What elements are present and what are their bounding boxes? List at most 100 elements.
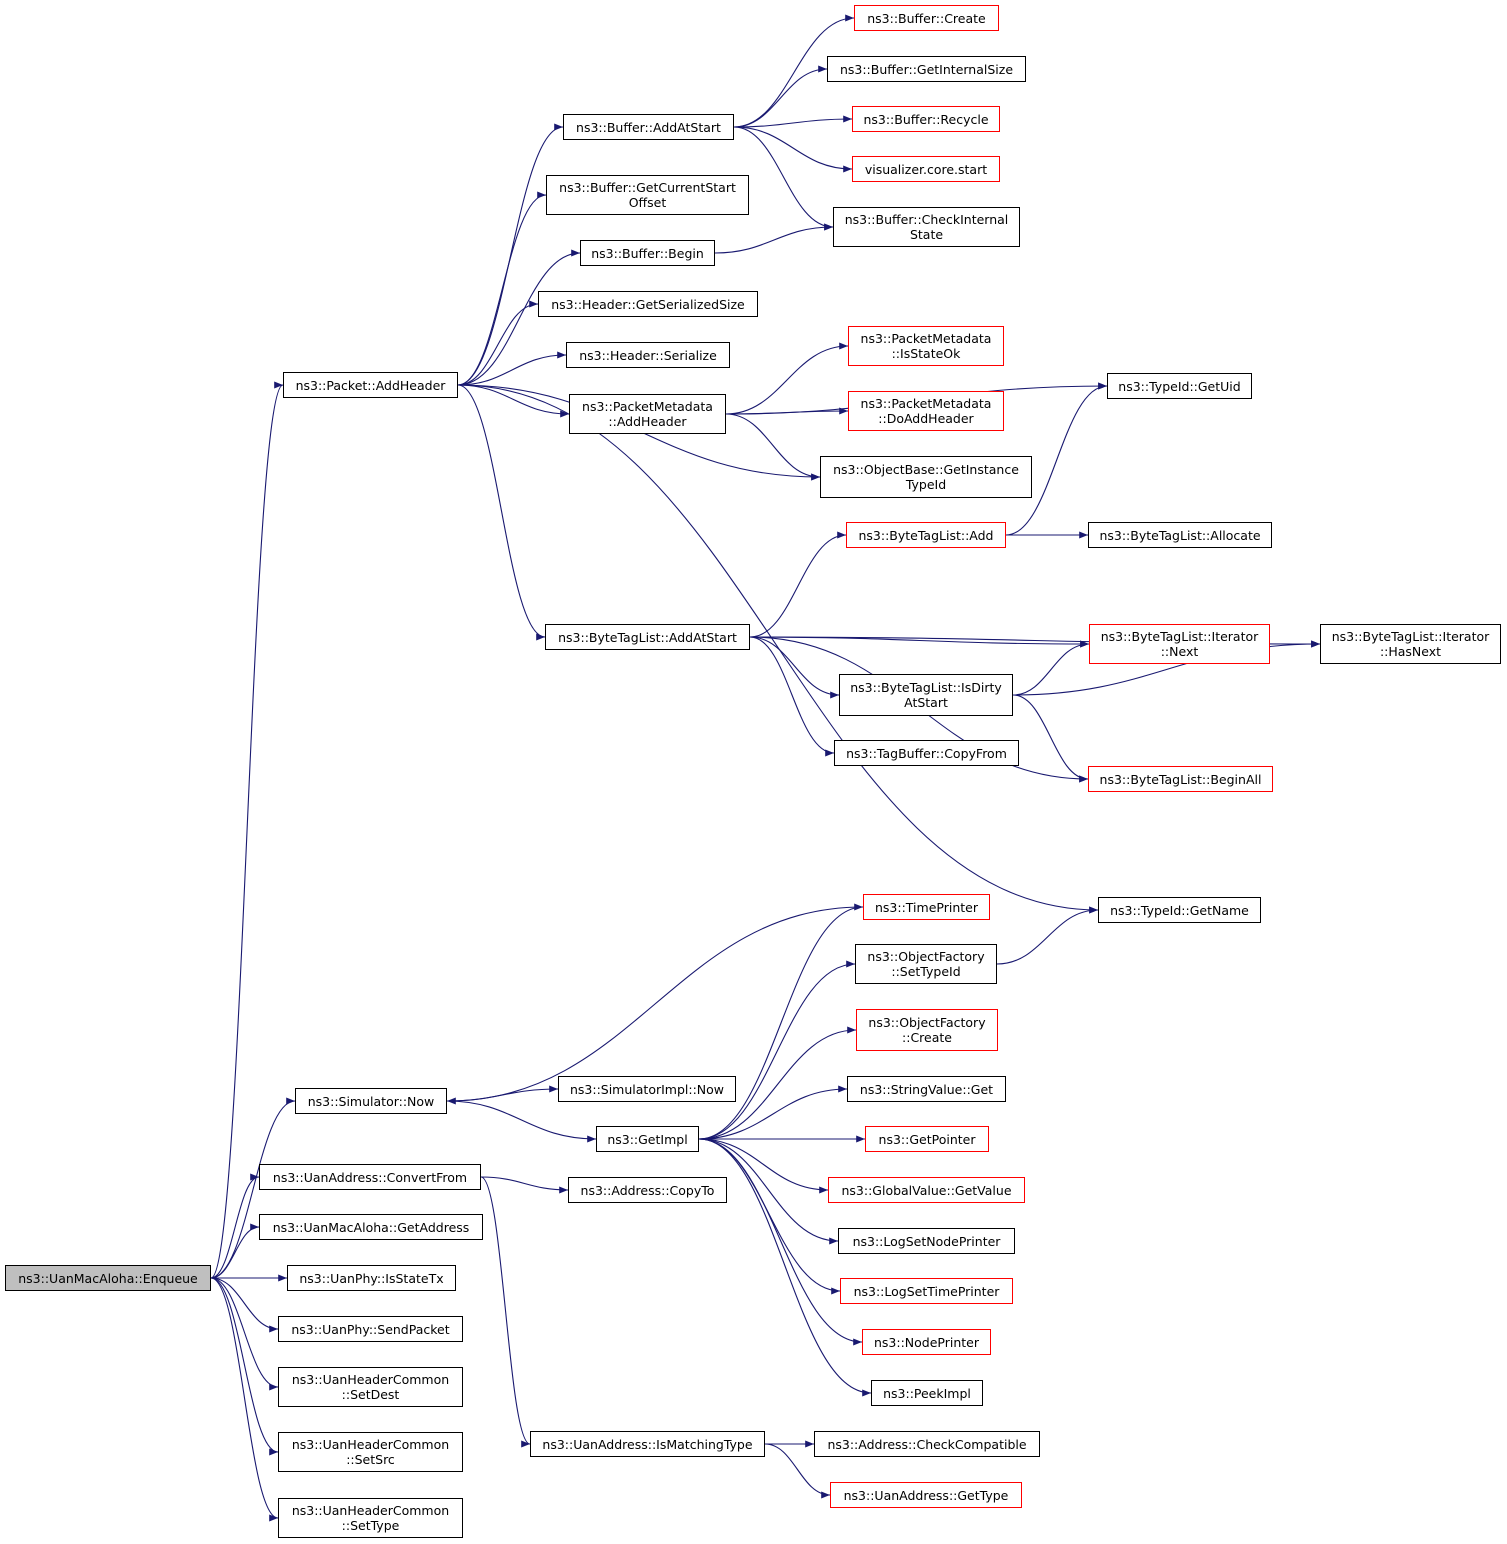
node-label-line: ::SetSrc <box>346 1452 395 1467</box>
node-globalgetvalue[interactable]: ns3::GlobalValue::GetValue <box>828 1177 1025 1203</box>
edge-ismatchingtype-to-uangettype <box>764 1443 831 1499</box>
node-pmaddheader[interactable]: ns3::PacketMetadata::AddHeader <box>569 394 726 434</box>
node-label-line: ::SetDest <box>341 1387 400 1402</box>
node-label-line: ns3::ByteTagList::IsDirty <box>850 680 1002 695</box>
node-peekimpl[interactable]: ns3::PeekImpl <box>871 1380 983 1406</box>
node-label-line: ns3::GetPointer <box>878 1131 976 1147</box>
edge-addheader-to-getcurrentstart <box>457 191 547 386</box>
node-copyto[interactable]: ns3::Address::CopyTo <box>568 1177 727 1203</box>
node-lognodeprinter[interactable]: ns3::LogSetNodePrinter <box>838 1228 1015 1254</box>
node-copyfrom[interactable]: ns3::TagBuffer::CopyFrom <box>834 740 1019 766</box>
node-label-line: ns3::ByteTagList::AddAtStart <box>558 629 737 645</box>
node-isstateok[interactable]: ns3::PacketMetadata::IsStateOk <box>848 326 1004 366</box>
node-isstatetx[interactable]: ns3::UanPhy::IsStateTx <box>287 1265 456 1291</box>
node-setdest[interactable]: ns3::UanHeaderCommon::SetDest <box>278 1367 463 1407</box>
node-btladd[interactable]: ns3::ByteTagList::Add <box>846 522 1006 548</box>
node-label-line: visualizer.core.start <box>864 161 988 177</box>
node-iterhasnext[interactable]: ns3::ByteTagList::Iterator::HasNext <box>1320 624 1501 664</box>
node-label-line: ns3::GetImpl <box>607 1131 688 1147</box>
edge-settypeid-to-getname <box>996 906 1099 965</box>
node-label-line: ns3::UanHeaderCommon <box>291 1437 450 1452</box>
edge-addheader-to-pmaddheader <box>457 384 570 418</box>
node-label-line: ns3::UanAddress::GetType <box>843 1487 1009 1503</box>
node-bufcreate[interactable]: ns3::Buffer::Create <box>854 5 999 31</box>
node-iternext[interactable]: ns3::ByteTagList::Iterator::Next <box>1089 624 1270 664</box>
node-label-line: ns3::Buffer::AddAtStart <box>576 119 721 135</box>
node-label-line: ns3::PacketMetadata <box>860 396 992 411</box>
node-timeprinter[interactable]: ns3::TimePrinter <box>863 894 990 920</box>
edge-enqueue-to-setsrc <box>210 1277 279 1456</box>
node-label-line: Offset <box>628 195 667 210</box>
node-sendpacket[interactable]: ns3::UanPhy::SendPacket <box>278 1316 463 1342</box>
node-label-line: ns3::ObjectBase::GetInstance <box>833 462 1019 477</box>
node-ofcreate[interactable]: ns3::ObjectFactory::Create <box>856 1009 998 1051</box>
node-label-line: ns3::TagBuffer::CopyFrom <box>846 745 1007 761</box>
edge-addatstart-to-checkinternal <box>733 126 834 231</box>
node-getaddress[interactable]: ns3::UanMacAloha::GetAddress <box>259 1214 483 1240</box>
edge-btladdatstart-to-copyfrom <box>749 636 835 757</box>
node-getinternalsize[interactable]: ns3::Buffer::GetInternalSize <box>827 56 1026 82</box>
edge-enqueue-to-setdest <box>210 1277 279 1391</box>
node-getserializedsize[interactable]: ns3::Header::GetSerializedSize <box>538 291 758 317</box>
edge-timeprinter-to-simnow <box>446 906 864 1105</box>
node-label-line: ns3::PacketMetadata <box>860 331 992 346</box>
node-settype[interactable]: ns3::UanHeaderCommon::SetType <box>278 1498 463 1538</box>
node-btladdatstart[interactable]: ns3::ByteTagList::AddAtStart <box>545 624 750 650</box>
node-label-line: ::HasNext <box>1379 644 1442 659</box>
node-getname[interactable]: ns3::TypeId::GetName <box>1098 897 1261 923</box>
node-label-line: ns3::ByteTagList::Add <box>858 527 994 543</box>
node-label-line: ns3::Buffer::GetCurrentStart <box>559 180 736 195</box>
node-getuid[interactable]: ns3::TypeId::GetUid <box>1107 373 1252 399</box>
node-beginall[interactable]: ns3::ByteTagList::BeginAll <box>1088 766 1273 792</box>
node-allocate[interactable]: ns3::ByteTagList::Allocate <box>1088 522 1272 548</box>
node-label-line: ns3::LogSetTimePrinter <box>853 1283 1000 1299</box>
edge-isdirty-to-beginall <box>1012 694 1089 783</box>
node-checkcompatible[interactable]: ns3::Address::CheckCompatible <box>814 1431 1040 1457</box>
node-label-line: ns3::Header::GetSerializedSize <box>551 296 745 312</box>
node-simimplnow[interactable]: ns3::SimulatorImpl::Now <box>558 1076 736 1102</box>
edge-addheader-to-addatstart <box>457 123 564 386</box>
node-label-line: ns3::TypeId::GetUid <box>1118 378 1241 394</box>
node-label-line: ns3::SimulatorImpl::Now <box>569 1081 725 1097</box>
edge-enqueue-to-getaddress <box>210 1223 260 1279</box>
node-simnow[interactable]: ns3::Simulator::Now <box>295 1088 447 1114</box>
node-label-line: ns3::TypeId::GetName <box>1110 902 1249 918</box>
edge-getimpl-to-nodeprinter <box>698 1138 863 1346</box>
node-enqueue[interactable]: ns3::UanMacAloha::Enqueue <box>5 1265 211 1291</box>
edge-convertfrom-to-ismatchingtype <box>480 1176 531 1448</box>
node-addheader[interactable]: ns3::Packet::AddHeader <box>283 372 458 398</box>
edge-convertfrom-to-copyto <box>480 1176 569 1194</box>
node-doaddheader[interactable]: ns3::PacketMetadata::DoAddHeader <box>848 391 1004 431</box>
node-addatstart[interactable]: ns3::Buffer::AddAtStart <box>563 114 734 140</box>
edge-getimpl-to-peekimpl <box>698 1138 872 1397</box>
edge-bufbegin-to-checkinternal <box>714 223 834 254</box>
node-label-line: ns3::PacketMetadata <box>582 399 713 414</box>
node-label-line: ns3::UanHeaderCommon <box>291 1503 450 1518</box>
node-nodeprinter[interactable]: ns3::NodePrinter <box>862 1329 991 1355</box>
edge-addheader-to-bufbegin <box>457 249 581 386</box>
node-ismatchingtype[interactable]: ns3::UanAddress::IsMatchingType <box>530 1431 765 1457</box>
node-serialize[interactable]: ns3::Header::Serialize <box>566 342 730 368</box>
node-setsrc[interactable]: ns3::UanHeaderCommon::SetSrc <box>278 1432 463 1472</box>
node-label-line: ns3::ByteTagList::BeginAll <box>1099 771 1262 787</box>
node-logtimeprinter[interactable]: ns3::LogSetTimePrinter <box>840 1278 1013 1304</box>
node-vizstart[interactable]: visualizer.core.start <box>852 156 1000 182</box>
node-recycle[interactable]: ns3::Buffer::Recycle <box>852 106 1000 132</box>
node-getimpl[interactable]: ns3::GetImpl <box>596 1126 699 1152</box>
node-settypeid[interactable]: ns3::ObjectFactory::SetTypeId <box>855 944 997 984</box>
node-uangettype[interactable]: ns3::UanAddress::GetType <box>830 1482 1022 1508</box>
node-label-line: ns3::Address::CheckCompatible <box>827 1436 1027 1452</box>
node-stringget[interactable]: ns3::StringValue::Get <box>847 1076 1006 1102</box>
node-label-line: ns3::UanMacAloha::Enqueue <box>18 1270 198 1286</box>
edge-getimpl-to-globalgetvalue <box>698 1138 829 1194</box>
edge-enqueue-to-sendpacket <box>210 1277 279 1333</box>
node-bufbegin[interactable]: ns3::Buffer::Begin <box>580 240 715 266</box>
node-convertfrom[interactable]: ns3::UanAddress::ConvertFrom <box>259 1164 481 1190</box>
node-label-line: ns3::Buffer::Recycle <box>863 111 989 127</box>
node-getpointer[interactable]: ns3::GetPointer <box>865 1126 989 1152</box>
